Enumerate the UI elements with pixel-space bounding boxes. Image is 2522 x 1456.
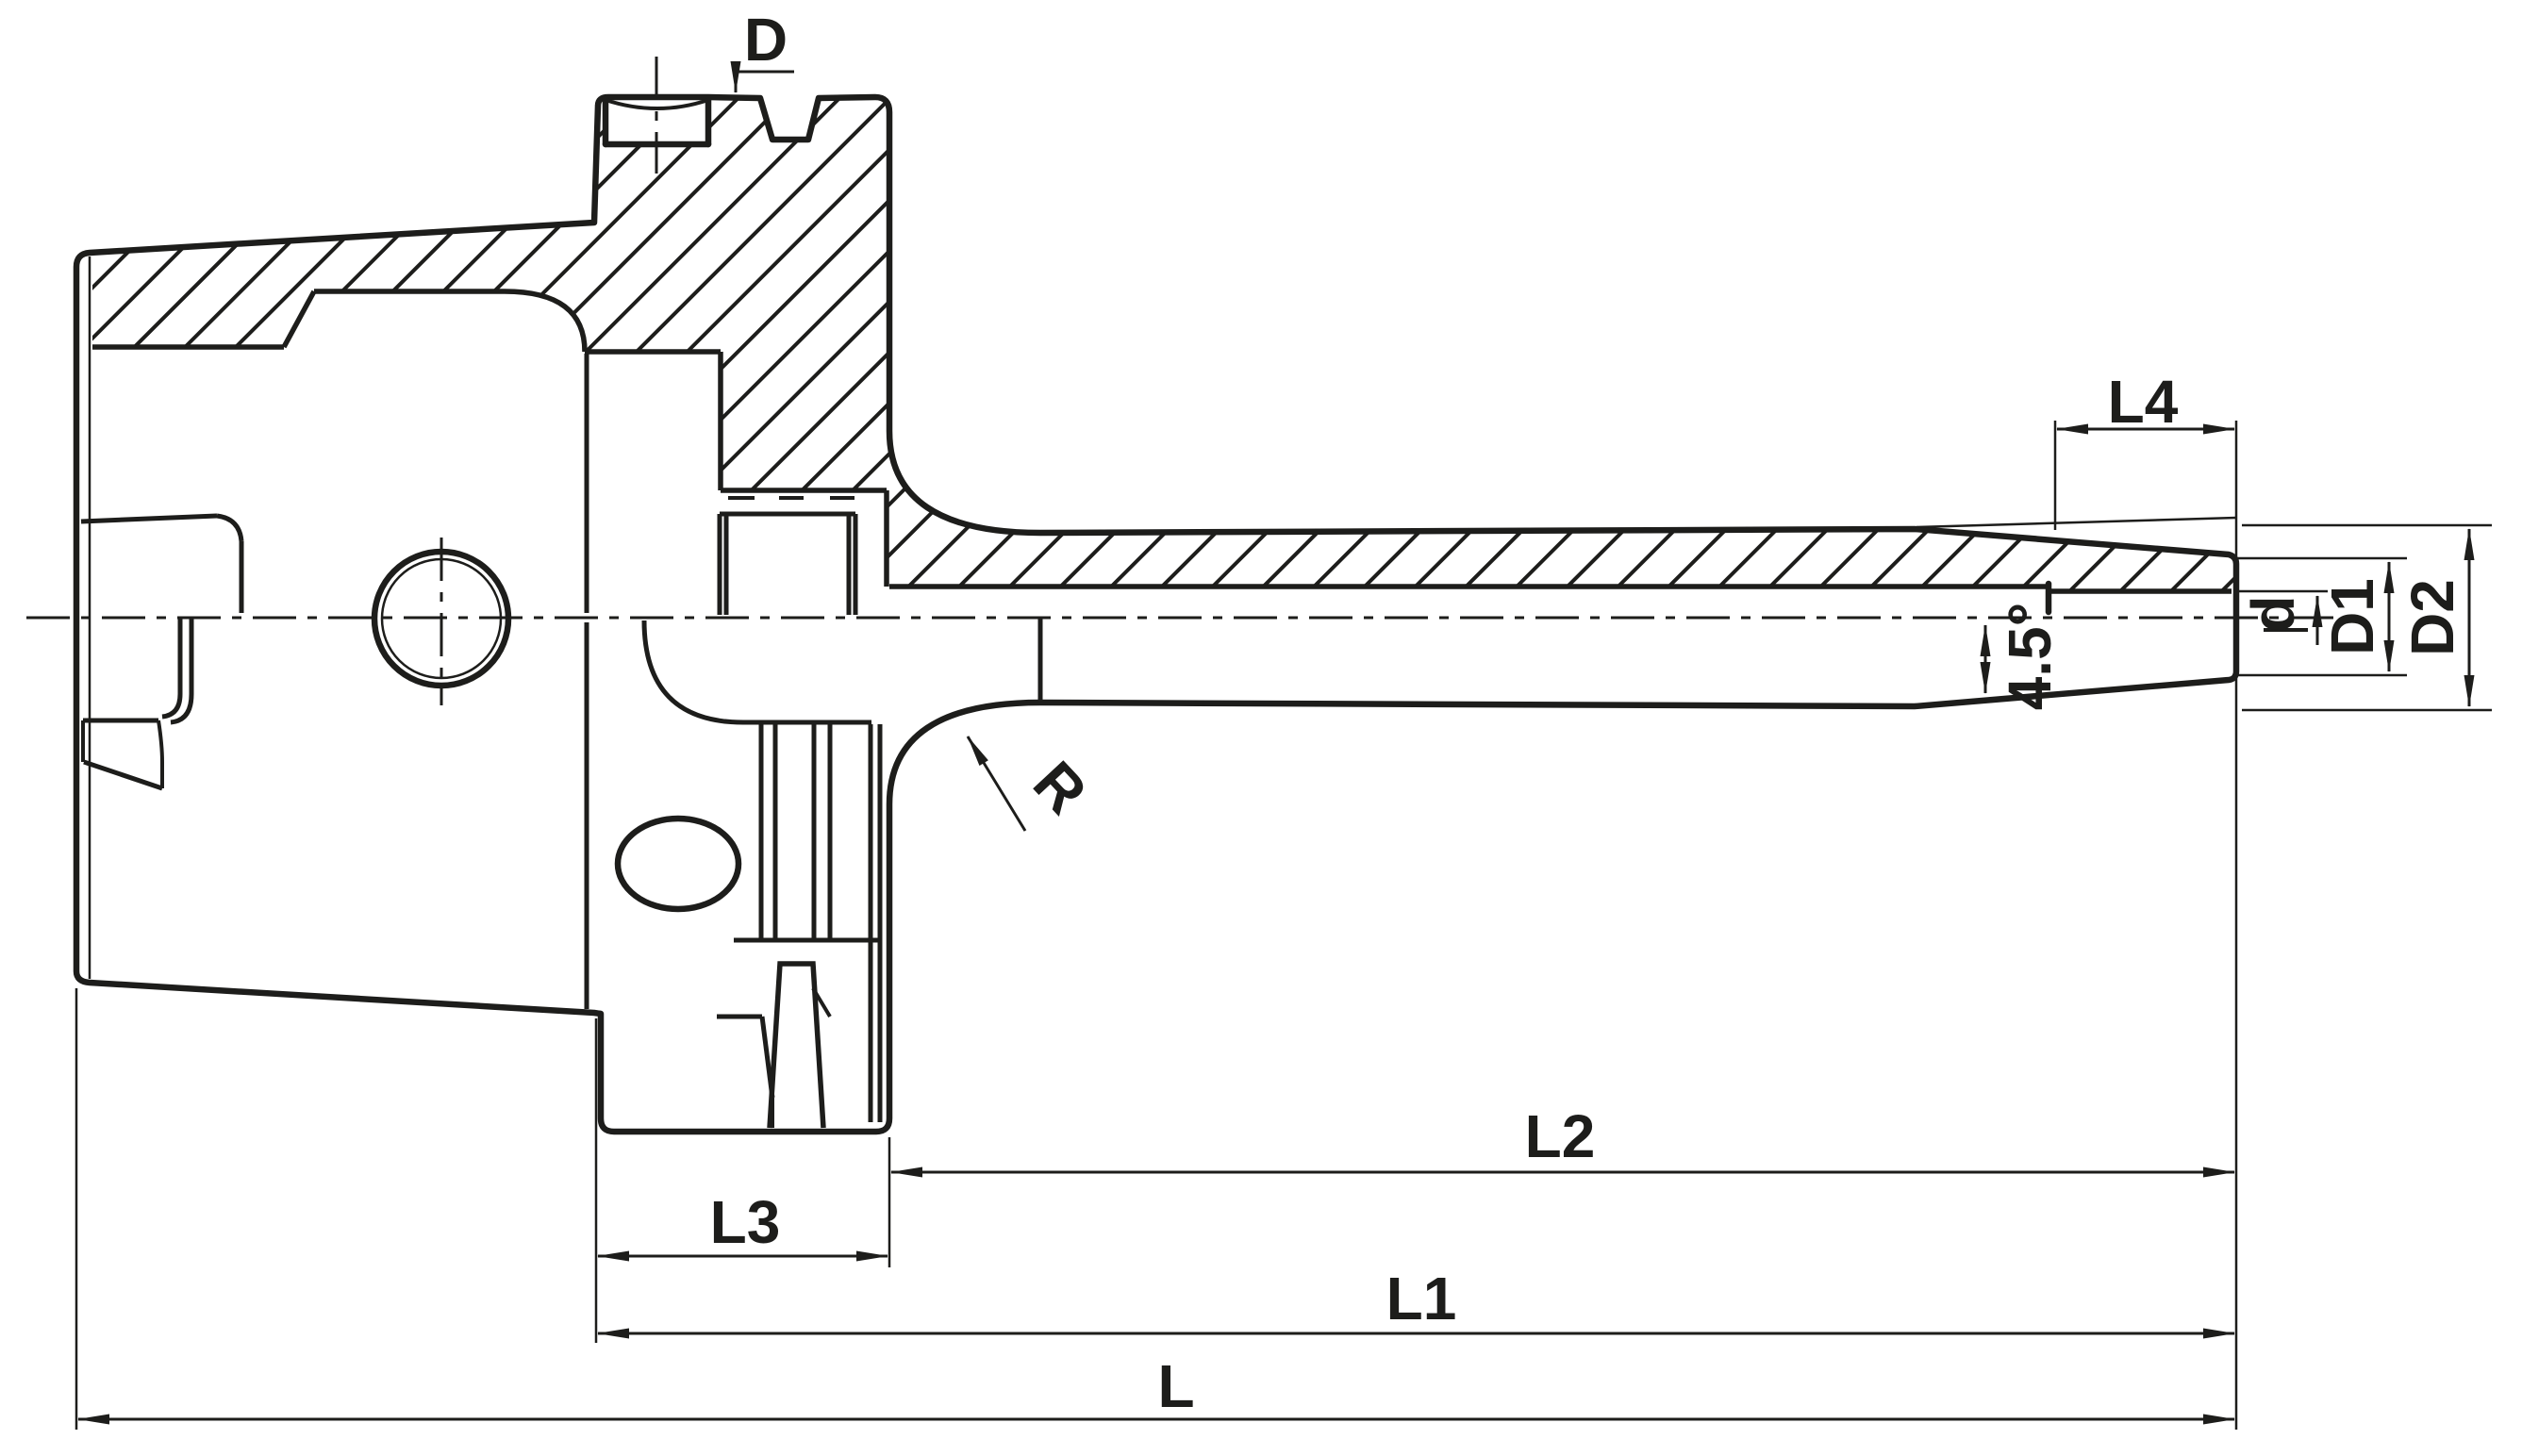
dim-label-L4: L4 (2108, 368, 2179, 436)
flange-bottom-details (584, 620, 883, 1129)
dim-label-angle: 4.5° (1996, 603, 2064, 711)
hsk-slot-lines (80, 513, 244, 791)
dim-label-L2: L2 (1525, 1102, 1596, 1170)
ball-track-circle (371, 548, 512, 689)
dim-label-D: D (744, 6, 788, 74)
dimension-lines (77, 61, 2475, 1425)
dim-label-L: L (1157, 1352, 1194, 1420)
flange-top-details (602, 94, 712, 148)
adjusting-screw (717, 496, 858, 615)
centerlines (26, 57, 2348, 705)
bore-lines (92, 289, 2232, 703)
dim-label-R: R (1020, 749, 1100, 827)
leader-R (966, 736, 1027, 832)
dim-label-D2: D2 (2398, 579, 2466, 656)
side-hole-ellipse (614, 815, 742, 913)
leader-D (730, 61, 794, 93)
dim-label-L1: L1 (1386, 1265, 1457, 1332)
dim-label-D1: D1 (2318, 578, 2386, 655)
dimension-labels: D L4 d D1 D2 4.5° R L2 L3 L1 L (710, 6, 2466, 1420)
section-hatch (90, 98, 2236, 591)
dim-label-L3: L3 (710, 1188, 781, 1256)
dim-label-d: d (2239, 595, 2307, 632)
